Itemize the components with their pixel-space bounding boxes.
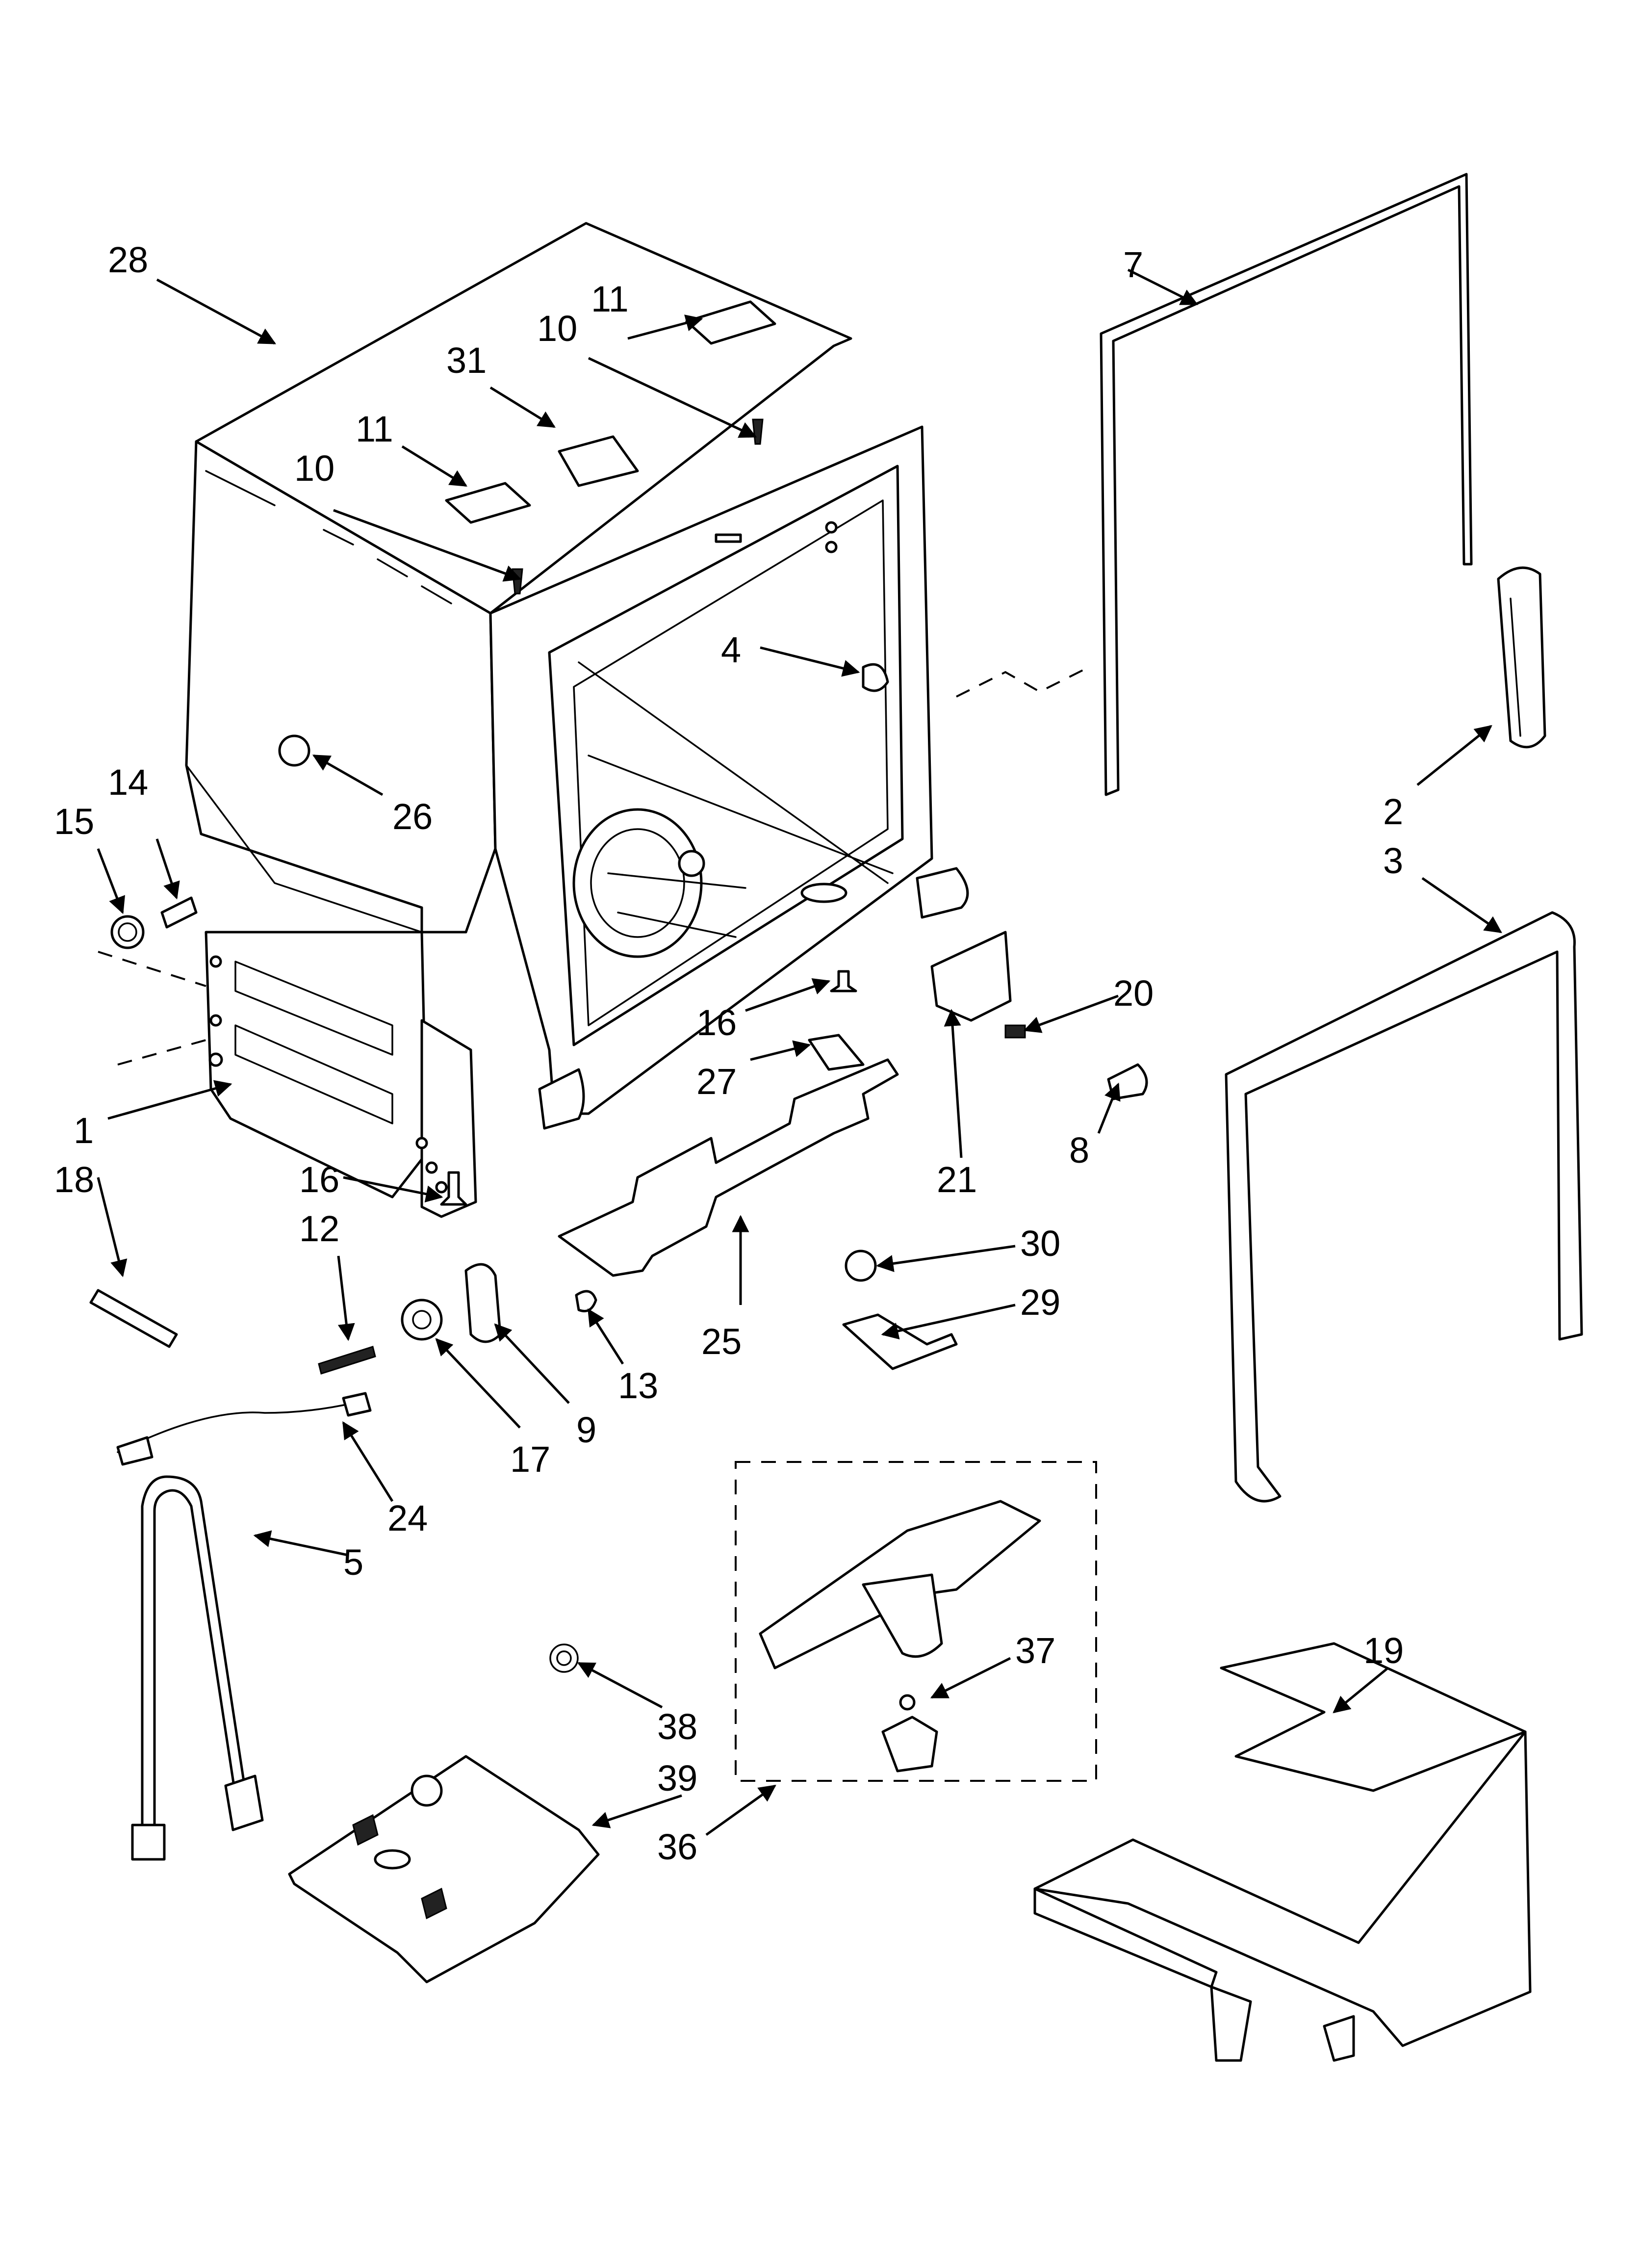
vent-tube — [1497, 566, 1546, 749]
callout-37: 37 — [1015, 1630, 1055, 1671]
callout-17: 17 — [510, 1439, 550, 1480]
callout-1: 1 — [74, 1110, 94, 1151]
callout-18: 18 — [54, 1159, 94, 1200]
wire-bracket — [930, 931, 1012, 1022]
tub-gasket — [1225, 911, 1583, 1503]
callout-16-upper: 16 — [696, 1002, 737, 1043]
foot-b — [440, 1171, 467, 1206]
leveling-bolt — [160, 896, 198, 929]
parts-bag — [288, 1755, 600, 1983]
callout-36: 36 — [657, 1826, 697, 1867]
callout-16: 16 — [299, 1159, 339, 1200]
callout-20: 20 — [1113, 973, 1154, 1014]
callout-14: 14 — [108, 762, 148, 803]
callout-2: 2 — [1383, 791, 1403, 832]
fill-assembly — [759, 1500, 1041, 1773]
ground-wire — [117, 1402, 354, 1453]
callout-3: 3 — [1383, 840, 1403, 881]
tub-plug — [862, 663, 889, 692]
mounting-screw — [318, 1346, 376, 1375]
hinge-bracket-b — [685, 300, 776, 345]
callout-29: 29 — [1020, 1282, 1060, 1323]
door-seal — [956, 173, 1473, 796]
callout-5: 5 — [343, 1542, 363, 1583]
drain-hose — [141, 1475, 247, 1841]
side-plug — [278, 734, 310, 767]
screw-a — [512, 568, 523, 595]
assembly-box — [735, 1461, 1097, 1782]
door-spring — [89, 1289, 178, 1348]
mounting-clip — [558, 435, 639, 487]
callout-38: 38 — [657, 1706, 697, 1747]
callout-10-top: 10 — [537, 308, 577, 349]
callout-4: 4 — [721, 629, 741, 670]
callout-9: 9 — [576, 1409, 596, 1450]
leader-lines — [97, 268, 1502, 1836]
toe-clip — [808, 1034, 865, 1071]
bracket-screw — [1004, 1024, 1026, 1039]
base-frame — [205, 931, 477, 1218]
callout-31: 31 — [446, 340, 487, 381]
roller — [401, 1299, 443, 1341]
callout-25: 25 — [701, 1321, 742, 1362]
switch-bracket — [842, 1313, 958, 1370]
callout-26: 26 — [392, 796, 433, 837]
screw-b — [752, 418, 764, 445]
callout-21: 21 — [937, 1159, 977, 1200]
door-cam — [464, 1263, 502, 1343]
callout-12: 12 — [299, 1208, 339, 1249]
callout-7: 7 — [1123, 244, 1143, 285]
callout-30: 30 — [1020, 1223, 1060, 1264]
insulation-blanket — [1033, 1642, 1532, 2062]
hinge-bracket-a — [445, 482, 531, 524]
callout-28: 28 — [108, 239, 148, 280]
wire-spring — [549, 1643, 579, 1673]
callout-19: 19 — [1363, 1630, 1404, 1671]
callout-labels: 28 11 10 31 11 10 4 26 7 2 3 15 14 16 27… — [54, 239, 1404, 1867]
callout-15: 15 — [54, 801, 94, 842]
callout-27: 27 — [696, 1061, 737, 1102]
callout-8: 8 — [1069, 1130, 1089, 1171]
callout-13: 13 — [618, 1365, 658, 1406]
callout-24: 24 — [387, 1498, 428, 1538]
toe-panel — [558, 1058, 899, 1277]
callout-10: 10 — [294, 448, 334, 489]
float — [845, 1250, 877, 1282]
foot-a — [830, 970, 857, 992]
callout-11-top: 11 — [591, 279, 629, 319]
alignment-line — [98, 951, 206, 1066]
leveling-wheel — [110, 915, 145, 949]
callout-11: 11 — [356, 409, 393, 449]
drain-plug — [575, 1290, 597, 1312]
callout-39: 39 — [657, 1758, 697, 1799]
